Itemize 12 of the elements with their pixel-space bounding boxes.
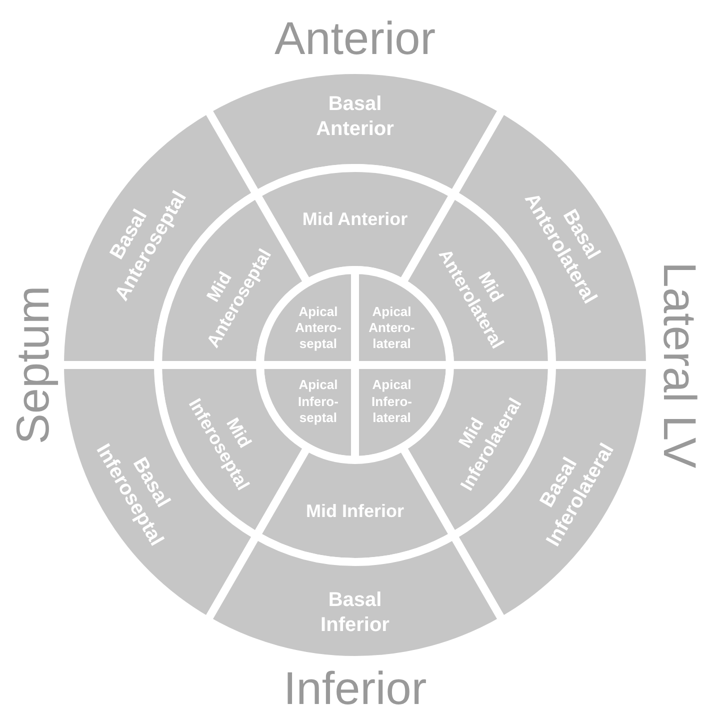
- segment-label: Basal Inferior: [295, 588, 415, 638]
- segment-label: Mid Inferior: [300, 500, 410, 522]
- segment-label: Apical Antero-septal: [283, 304, 354, 352]
- segment-label: Apical Antero-lateral: [356, 304, 427, 352]
- direction-label: Septum: [4, 286, 59, 444]
- direction-label: Lateral LV: [653, 262, 708, 468]
- segment-label: Apical Infero-lateral: [356, 377, 427, 426]
- direction-label: Anterior: [274, 11, 436, 65]
- segment-label: Apical Infero-septal: [283, 377, 354, 426]
- segment-label: Basal Anterior: [295, 92, 415, 142]
- direction-label: Inferior: [284, 661, 427, 708]
- segment-label: Mid Anterior: [300, 208, 410, 230]
